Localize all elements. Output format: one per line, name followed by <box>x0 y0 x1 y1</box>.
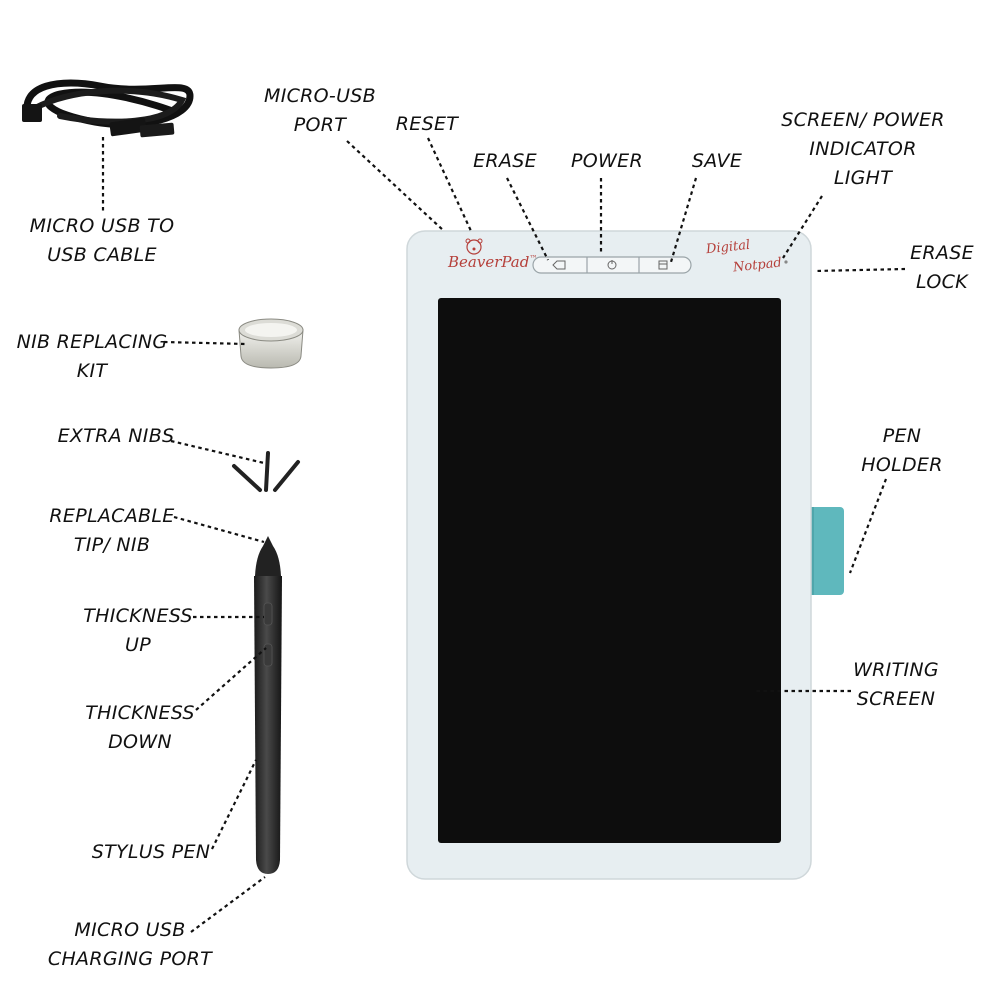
usb-cable-image <box>22 79 194 138</box>
label-stylus-pen: STYLUS PEN <box>91 841 211 863</box>
nib-kit-image <box>238 318 304 369</box>
pen-holder-clip <box>806 507 844 595</box>
label-save: SAVE <box>691 150 743 172</box>
bear-logo-icon <box>465 238 483 255</box>
label-extra-nibs: EXTRA NIBS <box>57 425 175 447</box>
extra-nibs-image <box>232 451 300 492</box>
top-button-strip <box>532 256 692 274</box>
label-erase: ERASE <box>473 150 537 172</box>
brand-name: BeaverPad™ <box>448 253 538 271</box>
stylus-pen-image <box>254 536 282 874</box>
label-reset: RESET <box>395 113 459 135</box>
writing-screen <box>438 298 781 843</box>
label-power: POWER <box>571 150 643 172</box>
leader-lines <box>101 137 906 933</box>
indicator-light <box>784 260 788 264</box>
